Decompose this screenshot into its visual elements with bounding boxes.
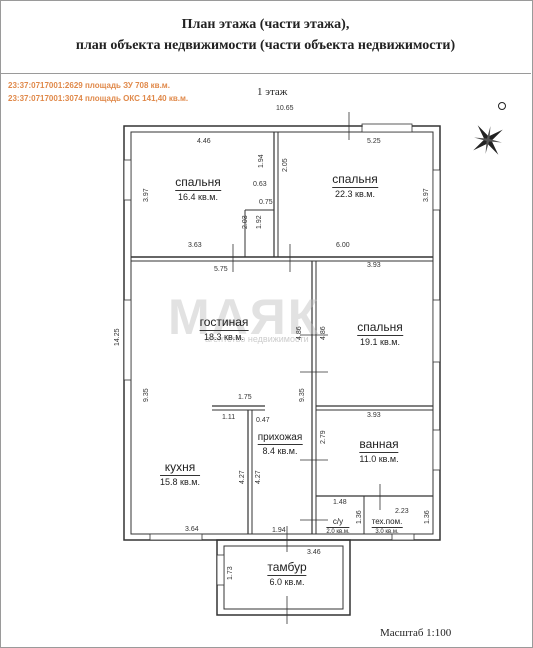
dimension-label: 1.94 [258,154,265,168]
room-label: спальня 16.4 кв.м. [175,175,221,202]
dimension-label: 10.65 [276,105,294,112]
room-area: 15.8 кв.м. [160,475,200,487]
room-name: спальня [175,175,221,189]
room-label: с/у 2.0 кв.м. [326,517,350,535]
room-label: прихожая 8.4 кв.м. [257,432,303,456]
room-area: 2.0 кв.м. [326,527,350,535]
room-label: кухня 15.8 кв.м. [160,460,200,487]
dimension-label: 3.97 [423,188,430,202]
cadastral-line-1: 23:37:0717001:2629 площадь ЗУ 708 кв.м. [8,81,170,90]
dimension-label: 4.27 [255,470,262,484]
dimension-label: 4.27 [239,470,246,484]
room-area: 6.0 кв.м. [267,575,307,587]
dimension-label: 3.46 [307,549,321,556]
title-line-1: План этажа (части этажа), [181,17,350,32]
dimension-label: 3.93 [367,412,381,419]
room-name: тех.пом. [371,517,403,526]
room-area: 22.3 кв.м. [332,187,378,199]
dimension-label: 3.63 [188,242,202,249]
room-name: ванная [359,437,399,451]
dimension-label: 2.03 [242,215,249,229]
cadastral-line-2: 23:37:0717001:3074 площадь ОКС 141,40 кв… [8,94,189,103]
dimension-label: 4.86 [320,326,327,340]
dimension-label: 0.63 [253,181,267,188]
dimension-label: 1.48 [333,499,347,506]
room-name: кухня [164,460,196,474]
dimension-label: 2.23 [395,508,409,515]
room-area: 19.1 кв.м. [357,335,403,347]
room-area: 8.4 кв.м. [257,444,303,456]
room-label: спальня 22.3 кв.м. [332,172,378,199]
room-area: 3.0 кв.м. [371,527,403,535]
room-area: 16.4 кв.м. [175,190,221,202]
watermark-sub: агентство недвижимости [205,334,309,344]
scale-label: Масштаб 1:100 [380,627,452,639]
room-name: спальня [357,320,403,334]
dimension-label: 5.75 [214,266,228,273]
dimension-label: 1.11 [222,414,236,421]
room-label: спальня 19.1 кв.м. [357,320,403,347]
dimension-label: 14.25 [114,328,121,346]
dimension-label: 2.79 [320,430,327,444]
room-name: с/у [332,517,344,526]
dimension-label: 2.05 [282,158,289,172]
dimension-label: 5.25 [367,138,381,145]
room-name: гостиная [199,315,249,329]
dimension-label: 4.46 [197,138,211,145]
title-block: План этажа (части этажа), план объекта н… [0,0,531,74]
room-label: ванная 11.0 кв.м. [359,437,399,464]
room-name: тамбур [267,560,307,574]
watermark-brand: МАЯК [168,289,321,345]
dimension-label: 3.93 [367,262,381,269]
dimension-label: 1.36 [356,510,363,524]
compass-icon [468,100,508,165]
dimension-label: 0.47 [256,417,270,424]
dimension-label: 4.86 [296,326,303,340]
dimension-label: 9.35 [299,388,306,402]
dimension-label: 1.94 [272,527,286,534]
room-area: 11.0 кв.м. [359,452,399,464]
dimension-label: 1.92 [256,215,263,229]
room-label: тех.пом. 3.0 кв.м. [371,517,403,535]
dimension-label: 1.36 [424,510,431,524]
floor-label: 1 этаж [257,86,288,98]
dimension-label: 6.00 [336,242,350,249]
room-label: тамбур 6.0 кв.м. [267,560,307,587]
dimension-label: 3.97 [143,188,150,202]
room-name: прихожая [257,432,303,443]
dimension-label: 9.35 [143,388,150,402]
title-line-2: план объекта недвижимости (части объекта… [75,38,456,53]
room-name: спальня [332,172,378,186]
room-area: 18.3 кв.м. [199,330,249,342]
dimension-label: 3.64 [185,526,199,533]
dimension-label: 0.75 [259,199,273,206]
dimension-label: 1.73 [227,566,234,580]
room-label: гостиная 18.3 кв.м. [199,315,249,342]
dimension-label: 1.75 [238,394,252,401]
